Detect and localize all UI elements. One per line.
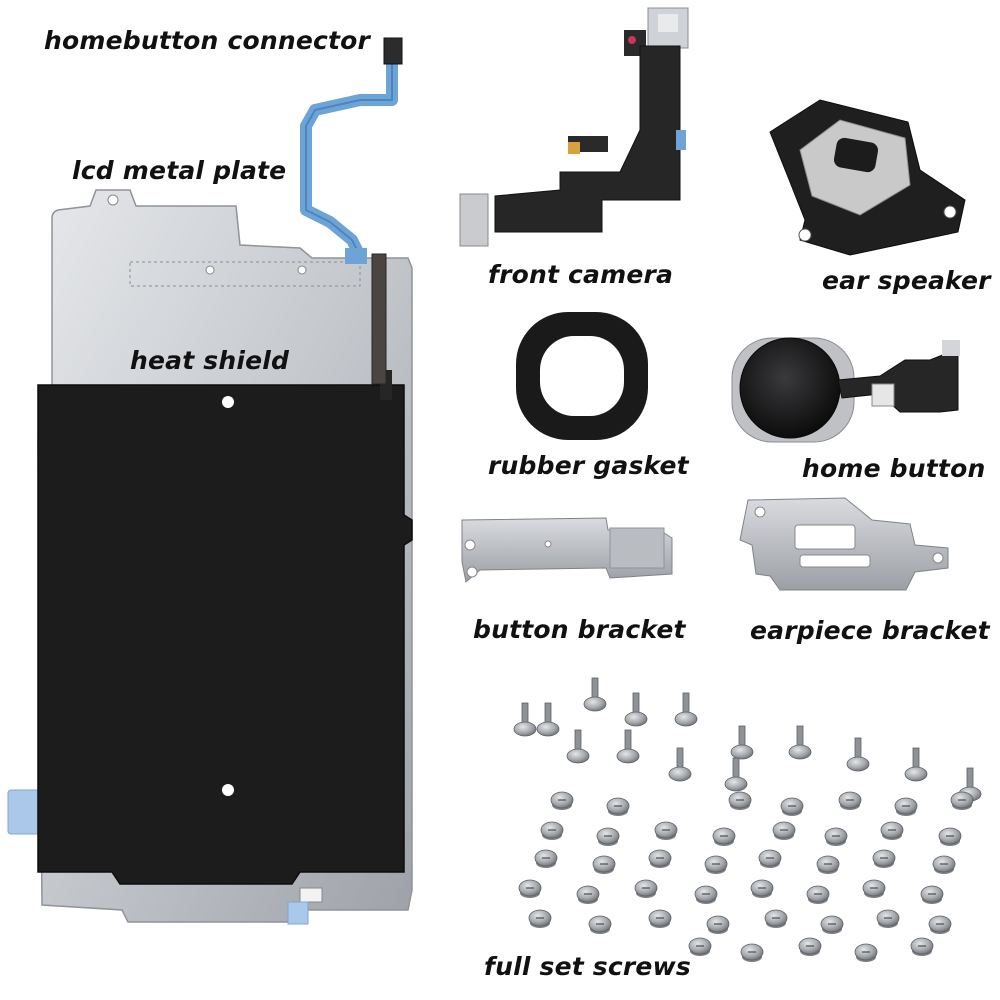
screw [788,725,812,760]
screw [596,827,620,846]
screw [648,849,672,868]
screw [816,855,840,874]
screw [536,702,560,737]
ear-speaker-image [769,99,966,256]
home-button-image [731,337,960,443]
label-front-camera: front camera [488,260,674,289]
screw [576,885,600,904]
screw [694,885,718,904]
button-bracket-image [461,517,673,583]
screw [674,692,698,727]
screw [566,729,590,764]
screw [706,915,730,934]
screw [606,797,630,816]
earpiece-bracket-image [739,497,949,591]
heat-shield-image [37,370,413,885]
screw [550,791,574,810]
screw [894,797,918,816]
label-homebutton-connector: homebutton connector [44,26,371,55]
screw [846,737,870,772]
screw [758,849,782,868]
screw [780,797,804,816]
screw [668,747,692,782]
screw [616,729,640,764]
screw [950,791,974,810]
screw [854,943,878,962]
screw [513,702,537,737]
screw [928,915,952,934]
screw [730,725,754,760]
label-button-bracket: button bracket [473,615,686,644]
screw [862,879,886,898]
homebutton-connector-flex-image [300,37,403,385]
label-earpiece-bracket: earpiece bracket [750,616,990,645]
label-rubber-gasket: rubber gasket [488,451,689,480]
label-home-button: home button [802,454,986,483]
label-ear-speaker: ear speaker [822,266,991,295]
screw [938,827,962,846]
rubber-gasket-image [516,312,648,440]
label-heat-shield: heat shield [130,346,290,375]
screw [872,849,896,868]
screw [724,757,748,792]
screw [540,821,564,840]
screw [624,692,648,727]
label-lcd-metal-plate: lcd metal plate [72,156,287,185]
screw [798,937,822,956]
screw [820,915,844,934]
screw [583,677,607,712]
screw [654,821,678,840]
screw [648,909,672,928]
screw [728,791,752,810]
screw [750,879,774,898]
front-camera-image [459,7,689,247]
screw [528,909,552,928]
screw [806,885,830,904]
screw [634,879,658,898]
screws-image [513,677,982,962]
screw [904,747,928,782]
label-full-set-screws: full set screws [484,952,691,981]
screw [740,943,764,962]
screw [688,937,712,956]
screw [920,885,944,904]
screw [824,827,848,846]
screw [910,937,934,956]
screw [876,909,900,928]
screw [772,821,796,840]
screw [764,909,788,928]
screw [704,855,728,874]
screw [838,791,862,810]
screw [932,855,956,874]
screw [592,855,616,874]
screw [534,849,558,868]
screw [712,827,736,846]
screw [588,915,612,934]
screw [880,821,904,840]
screw [518,879,542,898]
